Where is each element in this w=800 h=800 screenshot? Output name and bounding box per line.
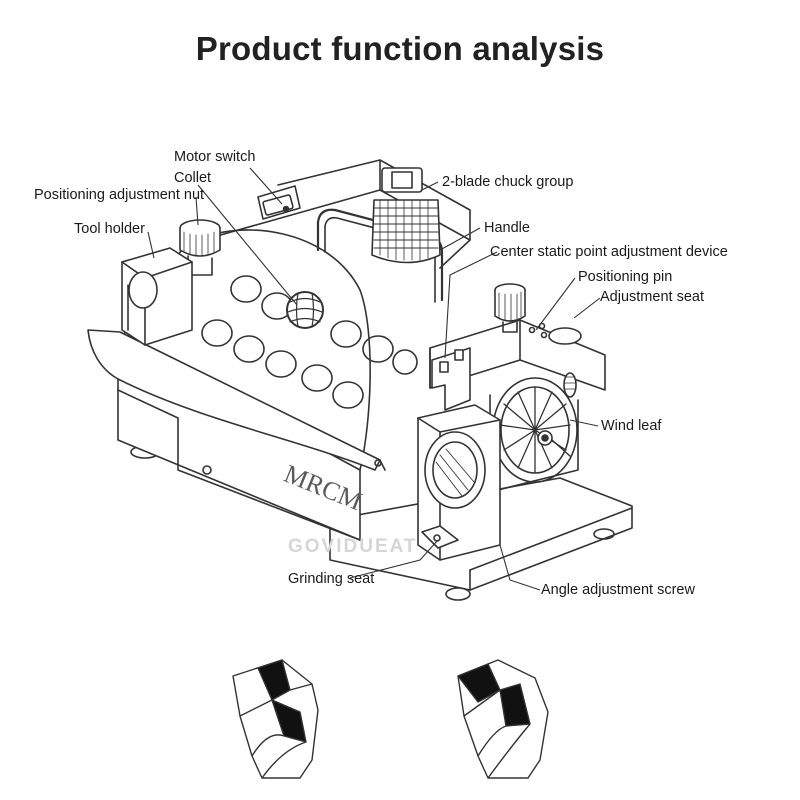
page-title: Product function analysis	[195, 30, 605, 67]
leader-motor-switch	[249, 167, 283, 205]
leader-grinding-seat	[349, 539, 439, 579]
leader-center-static-point	[444, 251, 498, 359]
watermark: GOVIDUEAT	[288, 536, 418, 557]
label-grinding-seat: Grinding seat	[288, 571, 375, 587]
leader-adjustment-seat	[573, 297, 601, 319]
label-angle-adjustment-screw: Angle adjustment screw	[541, 582, 695, 598]
wind-leaf-part	[489, 372, 579, 493]
leader-lines	[147, 167, 601, 591]
label-tool-holder: Tool holder	[74, 221, 145, 237]
foot	[593, 528, 615, 540]
label-collet: Collet	[174, 170, 212, 186]
label-center-static-point: Center static point adjustment device	[490, 244, 728, 260]
label-adjustment-seat: Adjustment seat	[600, 289, 704, 305]
foot	[445, 587, 471, 601]
label-motor-switch: Motor switch	[174, 149, 256, 165]
tool-holder-part	[121, 247, 193, 346]
leader-wind-leaf	[569, 419, 599, 427]
adjustment-seat-part	[429, 319, 606, 391]
positioning-nut-part	[179, 219, 221, 276]
leader-angle-screw	[499, 544, 541, 591]
leader-collet	[197, 184, 298, 306]
leader-positioning-pin	[535, 277, 576, 331]
positioning-pin-knob	[494, 283, 526, 333]
leader-tool-holder	[147, 231, 155, 259]
label-wind-leaf: Wind leaf	[601, 418, 662, 434]
leader-positioning-nut	[195, 196, 199, 226]
label-positioning-adjustment-nut: Positioning adjustment nut	[34, 187, 205, 203]
leader-chuck-group	[421, 181, 439, 191]
collet-part	[286, 291, 324, 329]
chuck-group-part	[371, 167, 441, 264]
front-tray	[87, 329, 381, 471]
label-chuck-group: 2-blade chuck group	[442, 174, 574, 190]
label-handle: Handle	[484, 220, 530, 236]
drill-bit-left	[232, 659, 319, 779]
leader-handle	[439, 227, 481, 251]
label-positioning-pin: Positioning pin	[578, 269, 673, 285]
drill-bit-right	[457, 659, 549, 779]
grinding-seat-part	[417, 404, 501, 561]
